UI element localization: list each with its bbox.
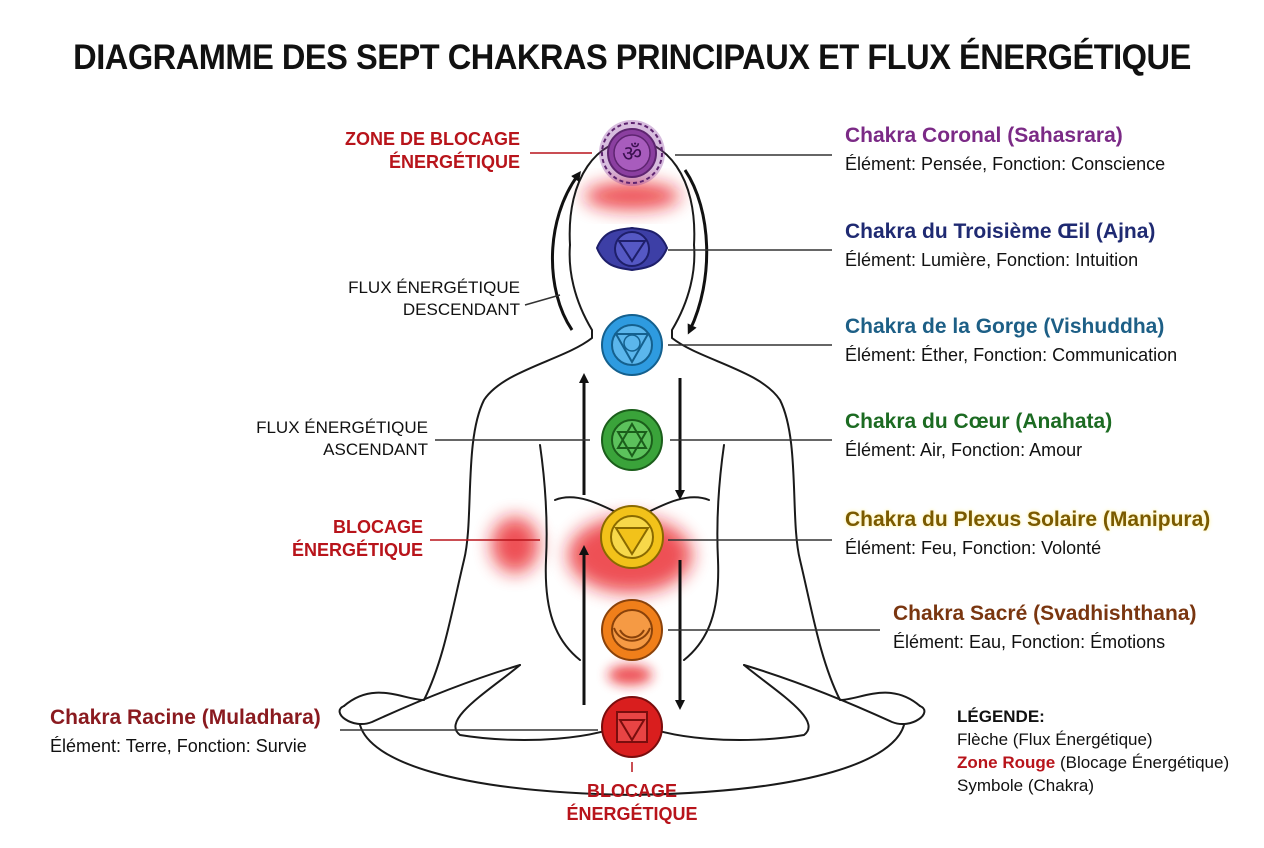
chakra-desc: Élément: Pensée, Fonction: Conscience xyxy=(845,154,1166,175)
chakra-name: Chakra Coronal (Sahasrara) xyxy=(845,124,1123,147)
chakra-throat-icon xyxy=(601,314,663,376)
chakra-desc: Élément: Feu, Fonction: Volonté xyxy=(845,538,1102,559)
chakra-label-crown: Chakra Coronal (Sahasrara) Élément: Pens… xyxy=(845,124,1165,175)
flow-arrows xyxy=(551,169,709,710)
chakra-name: Chakra du Plexus Solaire (Manipura) xyxy=(845,508,1211,531)
chakra-label-throat: Chakra de la Gorge (Vishuddha) Élément: … xyxy=(845,315,1177,366)
blockage-mid-label: BLOCAGE ÉNERGÉTIQUE xyxy=(292,516,423,563)
flow-descending-line1: FLUX ÉNERGÉTIQUE xyxy=(348,278,520,297)
chakra-heart-icon xyxy=(601,409,663,471)
flow-ascending-line2: ASCENDANT xyxy=(323,440,428,460)
blockage-bottom-line1: BLOCAGE xyxy=(587,781,677,801)
flow-descending-label: FLUX ÉNERGÉTIQUE DESCENDANT xyxy=(348,277,520,321)
legend-red-zone-term: Zone Rouge xyxy=(957,752,1056,772)
chakra-name: Chakra de la Gorge (Vishuddha) xyxy=(845,315,1165,338)
legend-item-arrow: Flèche (Flux Énergétique) xyxy=(957,729,1153,749)
chakra-label-solar-plexus: Chakra du Plexus Solaire (Manipura) Élém… xyxy=(845,508,1210,559)
chakra-root-icon xyxy=(601,696,663,758)
page-title: DIAGRAMME DES SEPT CHAKRAS PRINCIPAUX ET… xyxy=(73,38,1191,77)
flow-ascending-label: FLUX ÉNERGÉTIQUE ASCENDANT xyxy=(256,417,428,461)
chakra-desc: Élément: Éther, Fonction: Communication xyxy=(845,345,1178,366)
chakra-desc: Élément: Eau, Fonction: Émotions xyxy=(893,632,1166,653)
flow-ascending-line1: FLUX ÉNERGÉTIQUE xyxy=(256,418,428,437)
chakra-label-sacral: Chakra Sacré (Svadhishthana) Élément: Ea… xyxy=(893,602,1196,653)
chakra-desc: Élément: Air, Fonction: Amour xyxy=(845,440,1083,461)
chakra-label-root: Chakra Racine (Muladhara) Élément: Terre… xyxy=(50,706,321,757)
chakra-third-eye-icon xyxy=(595,226,669,272)
chakra-crown-icon: ॐ xyxy=(599,120,665,186)
blockage-bottom-line2: ÉNERGÉTIQUE xyxy=(566,804,698,825)
leader-lines xyxy=(340,152,880,772)
legend-red-zone-desc: (Blocage Énergétique) xyxy=(1055,752,1230,772)
blockage-bottom-label: BLOCAGE ÉNERGÉTIQUE xyxy=(552,780,712,827)
chakra-label-heart: Chakra du Cœur (Anahata) Élément: Air, F… xyxy=(845,410,1112,461)
legend-item-red-zone: Zone Rouge (Blocage Énergétique) xyxy=(957,752,1229,775)
chakra-crown-symbol: ॐ xyxy=(622,142,642,167)
blockage-zone-label: ZONE DE BLOCAGE ÉNERGÉTIQUE xyxy=(345,128,520,175)
legend-item-symbol: Symbole (Chakra) xyxy=(957,775,1094,795)
chakra-solar-plexus-icon xyxy=(600,505,664,569)
flow-descending-line2: DESCENDANT xyxy=(402,300,520,320)
legend-title: LÉGENDE: xyxy=(957,707,1045,726)
chakra-name: Chakra Racine (Muladhara) xyxy=(50,706,321,729)
arc-down-right xyxy=(683,169,709,335)
blockage-mid-line1: BLOCAGE xyxy=(333,517,423,537)
chakra-sacral-icon xyxy=(601,599,663,661)
chakra-name: Chakra Sacré (Svadhishthana) xyxy=(893,602,1197,625)
chakra-desc: Élément: Terre, Fonction: Survie xyxy=(50,736,307,757)
chakra-label-third-eye: Chakra du Troisième Œil (Ajna) Élément: … xyxy=(845,220,1155,271)
arc-up-left xyxy=(551,170,581,331)
legend: LÉGENDE: Flèche (Flux Énergétique) Zone … xyxy=(957,706,1229,798)
chakra-name: Chakra du Troisième Œil (Ajna) xyxy=(845,220,1156,243)
blockage-zone-line1: ZONE DE BLOCAGE xyxy=(344,129,520,149)
blockage-mid-line2: ÉNERGÉTIQUE xyxy=(291,540,423,561)
chakra-name: Chakra du Cœur (Anahata) xyxy=(845,410,1113,433)
blockage-zone-line2: ÉNERGÉTIQUE xyxy=(388,152,520,173)
chakra-desc: Élément: Lumière, Fonction: Intuition xyxy=(845,250,1139,271)
